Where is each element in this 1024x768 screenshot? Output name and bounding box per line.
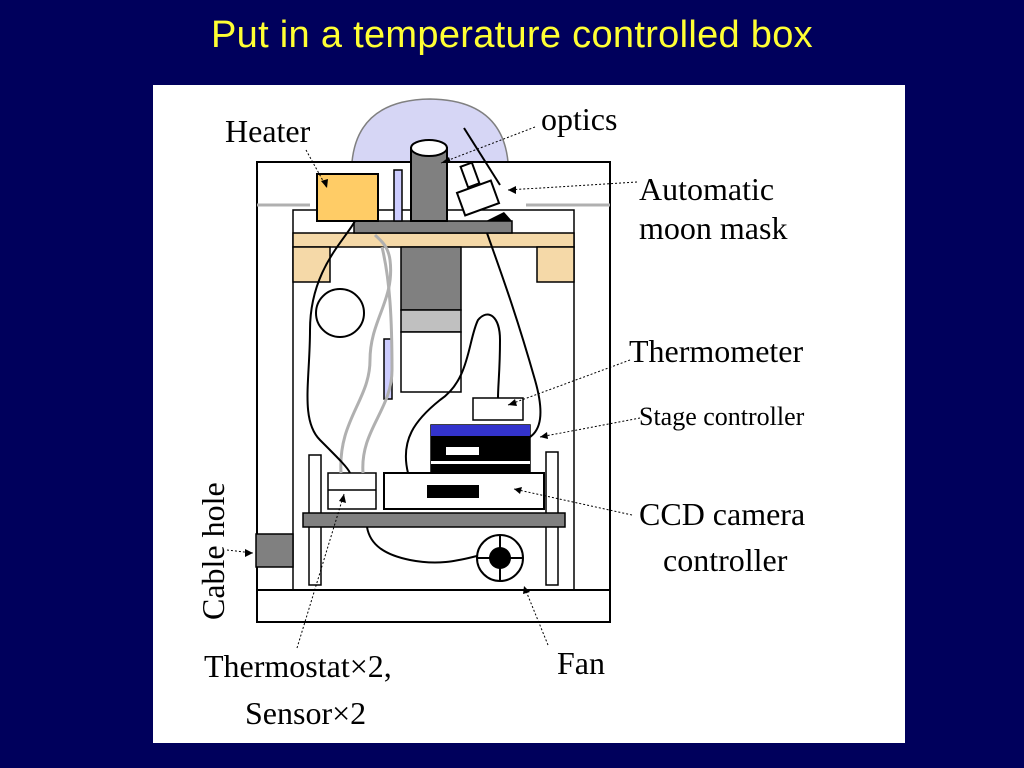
porthole <box>315 288 365 338</box>
label-cable-hole: Cable hole <box>195 482 231 620</box>
optics-tube-top <box>410 139 448 157</box>
heater-block <box>316 173 379 222</box>
label-ccd-2: controller <box>663 542 788 578</box>
box-base <box>256 589 611 623</box>
shelf-leg-right <box>536 246 575 283</box>
label-moon-mask-2: moon mask <box>639 210 787 246</box>
cables <box>306 220 542 564</box>
shelf-leg-left <box>292 246 331 283</box>
optics-tube <box>410 147 448 222</box>
moon-mask-box <box>455 179 501 217</box>
stage-controller-stripe <box>431 461 530 464</box>
top-plate <box>353 220 513 234</box>
label-moon-mask-1: Automatic <box>639 171 774 207</box>
label-thermometer: Thermometer <box>629 333 803 369</box>
lower-shelf <box>302 512 566 528</box>
label-thermostat-1: Thermostat×2, <box>204 648 392 684</box>
thermostat-box <box>327 472 377 510</box>
camera-body-lower <box>400 331 462 393</box>
label-ccd-1: CCD camera <box>639 496 805 532</box>
stage-controller-top <box>431 425 530 436</box>
optics-dome <box>351 98 509 163</box>
camera-body-upper <box>400 246 462 311</box>
pointer-arrowheads <box>245 157 548 594</box>
slide-title: Put in a temperature controlled box <box>211 14 813 56</box>
moon-mask-small-box <box>459 161 481 189</box>
label-optics: optics <box>541 101 617 137</box>
cable-hole <box>255 533 294 568</box>
label-stage-controller: Stage controller <box>639 402 805 431</box>
ccd-controller-slot <box>427 485 479 498</box>
heater-sensor-bar <box>393 169 403 222</box>
stage-controller-slot <box>446 447 479 455</box>
box-diagram: optics Heater Automatic moon mask Thermo… <box>195 98 805 731</box>
label-heater: Heater <box>225 113 311 149</box>
camera-body-band <box>400 309 462 333</box>
moon-mask-base <box>486 212 512 221</box>
label-thermostat-2: Sensor×2 <box>245 695 366 731</box>
moon-mask-arm <box>463 127 501 186</box>
label-fan: Fan <box>557 645 605 681</box>
diagram-panel: optics Heater Automatic moon mask Thermo… <box>153 85 905 743</box>
wooden-shelf <box>292 232 575 248</box>
